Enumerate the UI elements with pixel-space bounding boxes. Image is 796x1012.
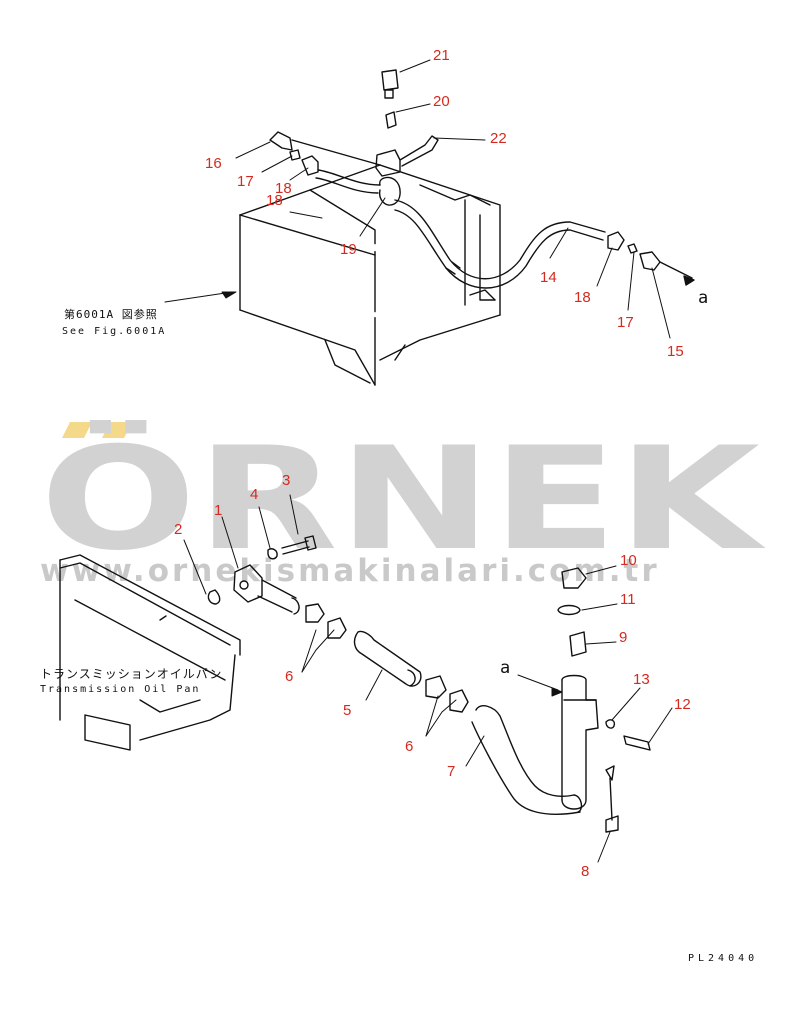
oil-pan <box>59 554 241 751</box>
part-label-17-right: 17 <box>617 314 634 331</box>
fig-reference-jp: 第6001A 図参照 <box>64 308 158 321</box>
part-label-11: 11 <box>620 591 636 608</box>
part-label-10: 10 <box>620 552 637 569</box>
watermark-accent-left <box>62 422 92 438</box>
tube-14 <box>394 199 606 289</box>
part-label-14: 14 <box>540 269 557 286</box>
part-label-9: 9 <box>619 629 628 646</box>
part-label-20: 20 <box>433 93 450 110</box>
watermark-accent-right <box>102 422 132 438</box>
watermark-logo: ÖRNEK <box>40 420 766 560</box>
parts-1-3-4 <box>233 535 317 615</box>
hose-5 <box>353 630 422 687</box>
part-label-2: 2 <box>174 521 183 538</box>
watermark-brand: ÖRNEK <box>40 420 766 560</box>
part-label-6-left: 6 <box>285 668 294 685</box>
drawing-code: PL24040 <box>688 953 759 964</box>
part-label-17-top: 17 <box>237 173 254 190</box>
part-label-16: 16 <box>205 155 222 172</box>
leaders-upper <box>164 59 671 339</box>
fig-reference-en: See Fig.6001A <box>62 326 167 337</box>
hose-7 <box>471 705 583 815</box>
tank-outline <box>239 164 501 386</box>
part-label-3: 3 <box>282 472 291 489</box>
part-label-4: 4 <box>250 486 259 503</box>
part-label-22: 22 <box>490 130 507 147</box>
fittings-right <box>607 231 695 286</box>
leaders-lower <box>183 494 673 863</box>
tube-left-top <box>269 131 381 194</box>
part-label-12: 12 <box>674 696 691 713</box>
part-label-18-top: 18 <box>275 180 292 197</box>
part-label-18-left: 18 <box>266 192 283 209</box>
connector-block <box>375 69 439 206</box>
part-label-19: 19 <box>340 241 357 258</box>
rod-8 <box>605 765 619 833</box>
clamps-6 <box>305 603 469 713</box>
part-label-1: 1 <box>214 502 223 519</box>
arrow-label-a-bottom: a <box>500 658 511 678</box>
oil-pan-label-jp: トランスミッションオイルパン <box>40 667 223 681</box>
part-label-21: 21 <box>433 47 450 64</box>
part-label-13: 13 <box>633 671 650 688</box>
oil-pan-label-en: Transmission Oil Pan <box>40 684 201 695</box>
part-label-15: 15 <box>667 343 684 360</box>
part-label-7: 7 <box>447 763 456 780</box>
watermark-url: www.ornekismakinalari.com.tr <box>40 553 660 589</box>
filler-pipe <box>557 567 651 810</box>
part-label-5: 5 <box>343 702 352 719</box>
arrow-label-a-top: a <box>698 288 709 308</box>
part-label-8: 8 <box>581 863 590 880</box>
part-label-6-right: 6 <box>405 738 414 755</box>
part-label-18-right: 18 <box>574 289 591 306</box>
